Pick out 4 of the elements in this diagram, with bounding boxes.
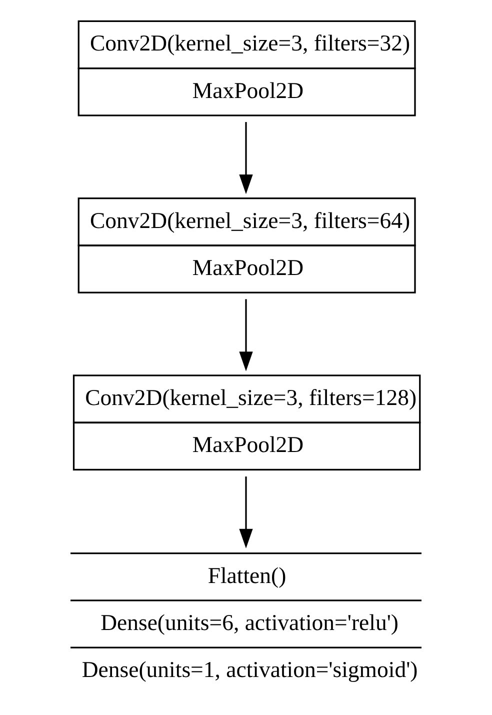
arrow: [239, 122, 253, 194]
arrow: [239, 476, 253, 548]
node-text: Flatten() Dense(units=6, activation='relu') Dense(units=1, activation='sigmoid'): [82, 562, 418, 682]
arrow: [239, 299, 253, 372]
